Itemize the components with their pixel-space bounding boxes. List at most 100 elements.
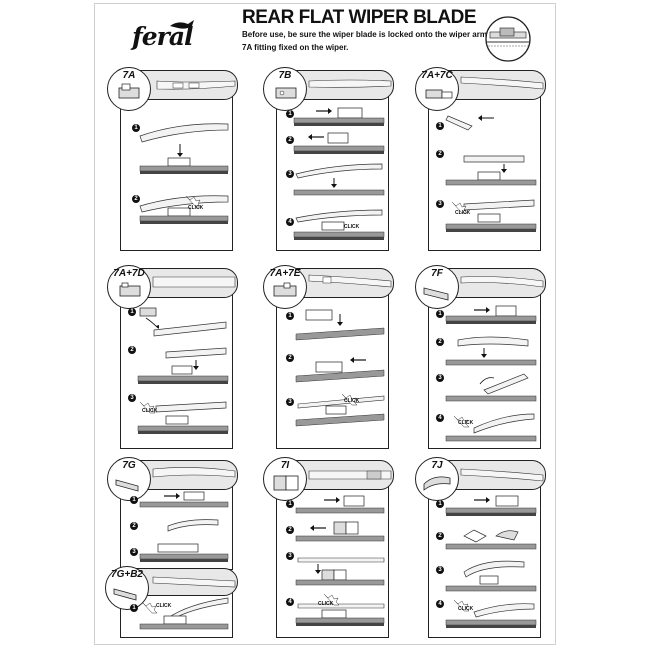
panel-7a-7e-step-1: 1 — [286, 312, 294, 320]
panel-7g-step-3: 3 — [130, 548, 138, 556]
panel-7j-step-4: 4 — [436, 600, 444, 608]
panel-7f-step-4: 4 — [436, 414, 444, 422]
panel-7f-click-label: CLICK — [458, 420, 474, 426]
panel-7a-click-label: CLICK — [188, 205, 204, 211]
panel-7b-step-4-illustration — [293, 209, 385, 240]
panel-7a-step-2-illustration — [139, 195, 229, 224]
panel-7a-7c-step-3: 3 — [436, 200, 444, 208]
panel-7b-adapter-circle: 7B — [263, 67, 307, 111]
panel-7i-adapter-circle: 7I — [263, 457, 307, 501]
panel-7j-step-3: 3 — [436, 566, 444, 574]
panel-7i-step-3: 3 — [286, 552, 294, 560]
panel-7a-adapter-circle: 7A — [107, 67, 151, 111]
instruction-line-2: 7A fitting fixed on the wiper. — [242, 43, 349, 52]
adapter-7a-7d-icon — [119, 282, 141, 297]
panel-7i-step-4-illustration — [295, 593, 385, 626]
panel-7a-7e-code: 7A+7E — [269, 268, 301, 279]
panel-7j-click-label: CLICK — [458, 606, 474, 612]
panel-7g-step-2: 2 — [130, 522, 138, 530]
panel-7f-code: 7F — [431, 268, 443, 279]
panel-7g-b2-step-1-illustration — [139, 597, 229, 630]
brand-logo: feral — [132, 18, 214, 52]
panel-7f-step-2: 2 — [436, 338, 444, 346]
panel-7a-7c-click-label: CLICK — [455, 210, 471, 216]
panel-7a-7d-step-2-illustration — [137, 347, 229, 384]
panel-7a-7e-step-2: 2 — [286, 354, 294, 362]
adapter-7a-7e-icon — [273, 282, 297, 297]
panel-7j-step-1-illustration — [445, 495, 537, 516]
panel-7g-b2-step-1: 1 — [130, 604, 138, 612]
panel-7g-b2-adapter-circle: 7G+B2 — [105, 566, 149, 610]
panel-7a-7e-click-label: CLICK — [344, 398, 360, 404]
panel-7a-step-1-illustration — [139, 123, 229, 174]
panel-7a-7d-step-3-illustration — [137, 401, 229, 434]
panel-7j-step-2-illustration — [445, 529, 537, 550]
panel-7j-step-1: 1 — [436, 500, 444, 508]
panel-7j-adapter-circle: 7J — [415, 457, 459, 501]
panel-7f-step-3-illustration — [445, 373, 537, 402]
panel-7f-step-1: 1 — [436, 310, 444, 318]
panel-7a-7d-click-label: CLICK — [142, 408, 158, 414]
panel-7i-step-2: 2 — [286, 526, 294, 534]
adapter-7i-icon — [273, 475, 299, 491]
panel-7b-click-label: CLICK — [344, 224, 360, 230]
panel-7a-7e-step-1-illustration — [295, 309, 385, 341]
adapter-7g-b2-icon — [113, 588, 137, 601]
panel-7a-7e-step-3-illustration — [295, 393, 385, 427]
panel-7b-step-3: 3 — [286, 170, 294, 178]
adapter-7a-7c-icon — [425, 89, 453, 99]
adapter-7a-icon — [118, 83, 140, 99]
panel-7i-step-3-illustration — [295, 557, 385, 586]
panel-7g-adapter-circle: 7G — [107, 457, 151, 501]
panel-7i-code: 7I — [280, 460, 290, 471]
panel-7g-b2-click-label: CLICK — [156, 603, 172, 609]
panel-7i-step-1-illustration — [295, 495, 385, 514]
panel-7g-code: 7G — [122, 460, 136, 471]
panel-7a-7e-step-2-illustration — [295, 357, 385, 383]
panel-7j-step-3-illustration — [445, 560, 537, 592]
adapter-7b-icon — [275, 87, 297, 99]
panel-7i-click-label: CLICK — [318, 601, 334, 607]
panel-7a-7d-step-1-illustration — [139, 307, 227, 337]
panel-7a-7d-step-3: 3 — [128, 394, 136, 402]
panel-7i-step-4: 4 — [286, 598, 294, 606]
panel-7j-step-2: 2 — [436, 532, 444, 540]
panel-7b-step-3-illustration — [293, 163, 385, 196]
panel-7f-adapter-circle: 7F — [415, 265, 459, 309]
panel-7b-step-1: 1 — [286, 110, 294, 118]
panel-7i-step-2-illustration — [295, 521, 385, 542]
panel-7f-step-1-illustration — [445, 305, 537, 324]
panel-7g-step-1-illustration — [139, 491, 229, 508]
panel-7a-code: 7A — [122, 70, 136, 81]
panel-7a-7c-step-1: 1 — [436, 122, 444, 130]
panel-7a-7d-code: 7A+7D — [113, 268, 145, 279]
panel-7b-step-4: 4 — [286, 218, 294, 226]
panel-7b-step-2: 2 — [286, 136, 294, 144]
panel-7g-b2-code: 7G+B2 — [111, 569, 143, 580]
page-title: REAR FLAT WIPER BLADE — [242, 7, 477, 28]
panel-7g-step-1: 1 — [130, 496, 138, 504]
adapter-7f-icon — [423, 287, 449, 301]
panel-7a-7d-adapter-circle: 7A+7D — [107, 265, 151, 309]
fox-logo-icon — [170, 20, 194, 29]
panel-7a-7d-step-2: 2 — [128, 346, 136, 354]
panel-7a-7c-step-1-illustration — [445, 115, 494, 131]
adapter-7g-icon — [115, 479, 139, 492]
panel-7a-7c-step-2: 2 — [436, 150, 444, 158]
panel-7g-step-3-illustration — [139, 543, 229, 562]
panel-7a-7c-adapter-circle: 7A+7C — [415, 67, 459, 111]
panel-7i-step-1: 1 — [286, 500, 294, 508]
panel-7b-step-2-illustration — [293, 132, 385, 154]
panel-7j-step-4-illustration — [445, 599, 537, 628]
panel-7f-step-4-illustration — [445, 413, 537, 442]
panel-7f-step-3: 3 — [436, 374, 444, 382]
panel-7a-7c-step-2-illustration — [445, 155, 537, 186]
instruction-line-1: Before use, be sure the wiper blade is l… — [242, 30, 490, 39]
panel-7f-step-2-illustration — [445, 336, 537, 366]
panel-7a-step-2: 2 — [132, 195, 140, 203]
panel-7a-7c-step-3-illustration — [445, 199, 537, 232]
panel-7b-code: 7B — [278, 70, 292, 81]
panel-7a-7e-step-3: 3 — [286, 398, 294, 406]
wiper-overview-icon — [478, 14, 538, 64]
panel-7a-7c-code: 7A+7C — [421, 70, 453, 81]
